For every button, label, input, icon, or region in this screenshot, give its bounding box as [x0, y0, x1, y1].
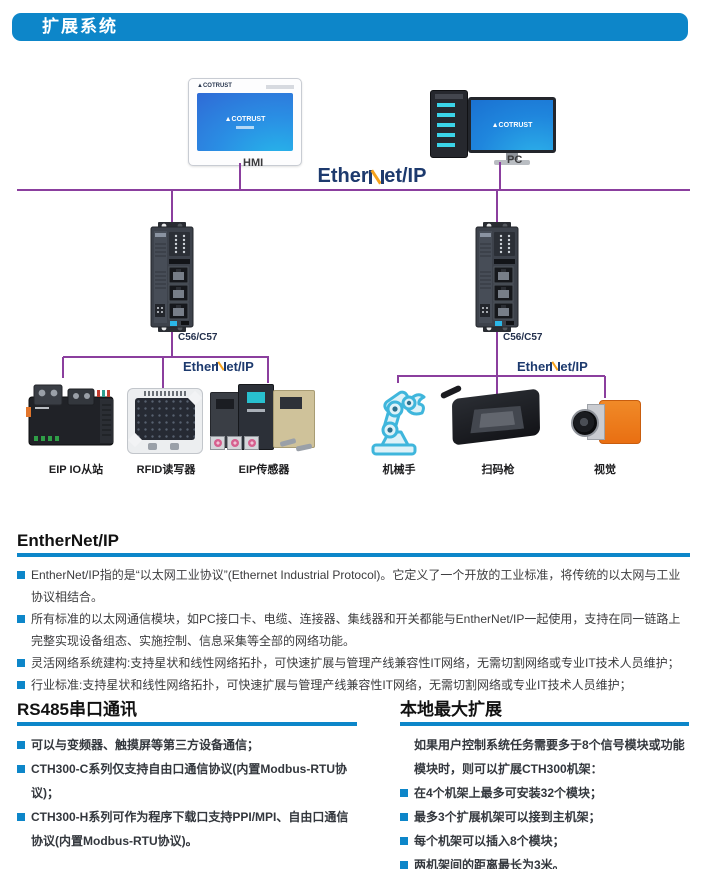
pc-monitor-image: ▲COTRUST — [468, 97, 556, 153]
sensor-cube — [227, 436, 242, 450]
camera-lens — [571, 409, 599, 437]
drop-line-io — [62, 357, 64, 378]
section-rs485: RS485串口通讯 可以与变频器、触摸屏等第三方设备通信； CTH300-C系列… — [17, 700, 357, 853]
ethernet-ip-logo-main: Ether et/IP — [305, 165, 439, 188]
page-title-text: 扩展系统 — [42, 17, 118, 36]
bullet-item: 最多3个扩展机架可以接到主机架； — [400, 805, 689, 829]
bullet-square-icon — [17, 813, 25, 821]
ethernet-ip-suffix: et/IP — [384, 165, 427, 187]
monitor-stand-neck — [506, 153, 518, 160]
section-title-local-expansion: 本地最大扩展 — [400, 700, 502, 719]
hmi-device-image: ▲COTRUST ▲COTRUST — [188, 78, 302, 166]
section-rule — [17, 553, 690, 557]
controller-left-label: C56/C57 — [178, 332, 218, 343]
bullet-item: 可以与变频器、触摸屏等第三方设备通信； — [17, 733, 357, 757]
section-local-expansion: 本地最大扩展 如果用户控制系统任务需要多于8个信号模块或功能模块时，则可以扩展C… — [400, 700, 689, 869]
bullet-square-icon — [400, 837, 408, 845]
sensor-cube — [244, 436, 259, 450]
section-title-ethernet: EntherNet/IP — [17, 531, 120, 550]
scanner-cable — [439, 384, 463, 400]
bullet-item: 在4个机架上最多可安装32个模块； — [400, 781, 689, 805]
page-title: 扩展系统 — [12, 13, 688, 41]
ethernet-ip-prefix: Ether — [317, 165, 369, 187]
drop-line-camera — [604, 376, 606, 398]
bullet-item: 每个机架可以插入8个模块； — [400, 829, 689, 853]
pc-label: PC — [507, 154, 523, 166]
right-controller-stem-line — [496, 331, 498, 376]
device-label-robot: 机械手 — [382, 464, 416, 476]
rfid-pins — [144, 391, 186, 396]
pc-tower-image — [430, 90, 468, 158]
hmi-brand-text: ▲COTRUST — [197, 83, 232, 89]
hmi-connector-line — [239, 163, 241, 190]
section-ethernet-ip: EntherNet/IP EntherNet/IP指的是“以太网工业协议”(Et… — [17, 531, 690, 696]
device-label-eip-io: EIP IO从站 — [48, 464, 104, 476]
rfid-antenna-face — [135, 398, 195, 440]
left-controller-stem-line — [171, 331, 173, 357]
bullet-item: CTH300-C系列仅支持自由口通信协议(内置Modbus-RTU协议)； — [17, 757, 357, 805]
hmi-screen-logo: ▲COTRUST — [224, 115, 266, 123]
hmi-model-strip — [266, 85, 294, 89]
plc-controller-right-image — [475, 222, 519, 332]
device-label-scanner: 扫码枪 — [481, 464, 515, 476]
hmi-screen-subtext — [236, 125, 254, 129]
device-label-vision: 视觉 — [594, 464, 616, 476]
eip-io-slave-image — [26, 384, 114, 446]
vision-camera-image — [571, 398, 641, 448]
drop-line-rfid — [162, 357, 164, 389]
bullet-square-icon — [17, 659, 25, 667]
controller-right-label: C56/C57 — [503, 332, 543, 343]
plc-controller-left-image — [150, 222, 194, 332]
bullet-square-icon — [17, 741, 25, 749]
ethernet-ip-n-glyph — [369, 169, 384, 184]
local-expansion-intro: 如果用户控制系统任务需要多于8个信号模块或功能模块时，则可以扩展CTH300机架… — [414, 738, 685, 776]
main-bus-line — [17, 189, 690, 191]
pc-screen-logo: ▲COTRUST — [491, 121, 533, 129]
barcode-scanner-image — [451, 388, 541, 446]
sensor-cube — [210, 436, 225, 450]
section-rule — [400, 722, 689, 726]
ethernet-ip-n-glyph — [550, 361, 561, 372]
bullet-item: 行业标准:支持星状和线性网络拓扑，可快速扩展与管理产线兼容性IT网络，无需切割网… — [17, 674, 690, 696]
hmi-screen: ▲COTRUST — [197, 93, 293, 151]
bullet-square-icon — [17, 681, 25, 689]
pc-connector-line — [499, 162, 501, 190]
rfid-connector — [170, 443, 179, 450]
left-branch-line — [63, 356, 269, 358]
right-branch-line — [397, 375, 605, 377]
bullet-item: EntherNet/IP指的是“以太网工业协议”(Ethernet Indust… — [17, 564, 690, 608]
scanner-lens — [470, 404, 524, 436]
bullet-item: 所有标准的以太网通信模块，如PC接口卡、电缆、连接器、集线器和开关都能与Enth… — [17, 608, 690, 652]
bullet-square-icon — [400, 789, 408, 797]
rfid-reader-image — [127, 388, 203, 454]
bullet-item: 灵活网络系统建构:支持星状和线性网络拓扑，可快速扩展与管理产线兼容性IT网络，无… — [17, 652, 690, 674]
rfid-connector — [148, 443, 157, 450]
bullet-square-icon — [17, 765, 25, 773]
eip-sensors-image — [210, 382, 318, 454]
drop-line-scanner — [496, 376, 498, 394]
bullet-item: CTH300-H系列可作为程序下载口支持PPI/MPI、自由口通信协议(内置Mo… — [17, 805, 357, 853]
bullet-square-icon — [400, 813, 408, 821]
section-rule — [17, 722, 357, 726]
bullet-square-icon — [17, 571, 25, 579]
drop-line-sensors — [267, 357, 269, 383]
hmi-label: HMI — [243, 157, 264, 169]
monitor-stand-base — [494, 160, 530, 165]
pc-monitor-screen: ▲COTRUST — [471, 100, 553, 150]
camera-body — [599, 400, 641, 444]
device-label-eip-sensors: EIP传感器 — [238, 464, 290, 476]
left-controller-drop-line — [171, 190, 173, 223]
bullet-square-icon — [400, 861, 408, 869]
ethernet-ip-n-glyph — [216, 361, 227, 372]
section-title-rs485: RS485串口通讯 — [17, 700, 137, 719]
bullet-item: 两机架间的距离最长为3米。 — [400, 853, 689, 869]
device-label-rfid: RFID读写器 — [136, 464, 196, 476]
right-controller-drop-line — [496, 190, 498, 223]
drop-line-robot — [397, 376, 399, 383]
robot-arm-image — [371, 390, 426, 456]
bullet-square-icon — [17, 615, 25, 623]
